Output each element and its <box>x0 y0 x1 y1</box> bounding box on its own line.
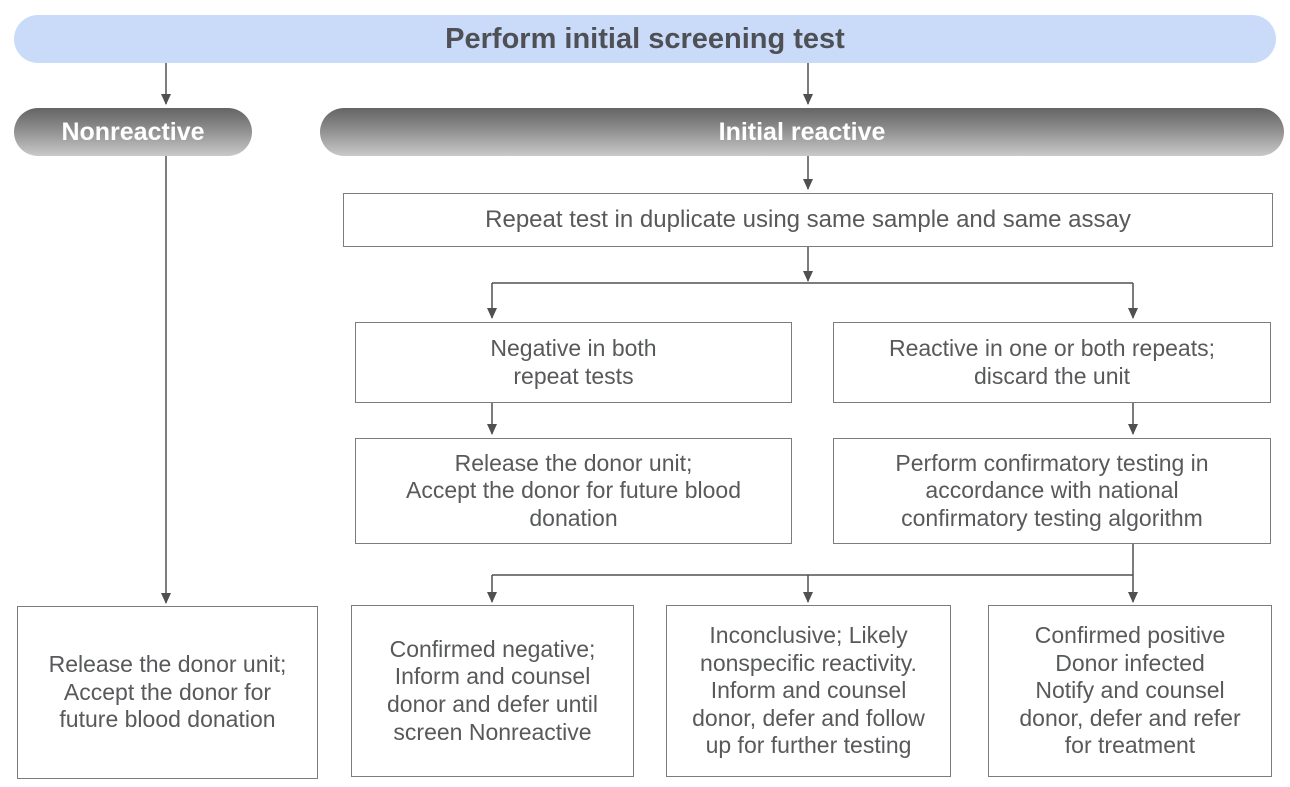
step-reactive-repeats-discard: Reactive in one or both repeats; discard… <box>833 322 1271 403</box>
step-negative-both-repeats: Negative in both repeat tests <box>355 322 792 403</box>
branch-pill-nonreactive: Nonreactive <box>14 108 252 156</box>
outcome-release-donor-unit-left: Release the donor unit; Accept the donor… <box>17 606 318 779</box>
step-repeat-test: Repeat test in duplicate using same samp… <box>343 193 1273 247</box>
step-confirmatory-testing: Perform confirmatory testing in accordan… <box>833 438 1271 544</box>
step-release-donor-unit-mid: Release the donor unit; Accept the donor… <box>355 438 792 544</box>
header-pill-perform-screening: Perform initial screening test <box>14 15 1276 63</box>
outcome-confirmed-positive: Confirmed positive Donor infected Notify… <box>988 605 1272 777</box>
branch-pill-initial-reactive: Initial reactive <box>320 108 1284 156</box>
outcome-confirmed-negative: Confirmed negative; Inform and counsel d… <box>351 605 634 777</box>
outcome-inconclusive: Inconclusive; Likely nonspecific reactiv… <box>666 605 951 777</box>
